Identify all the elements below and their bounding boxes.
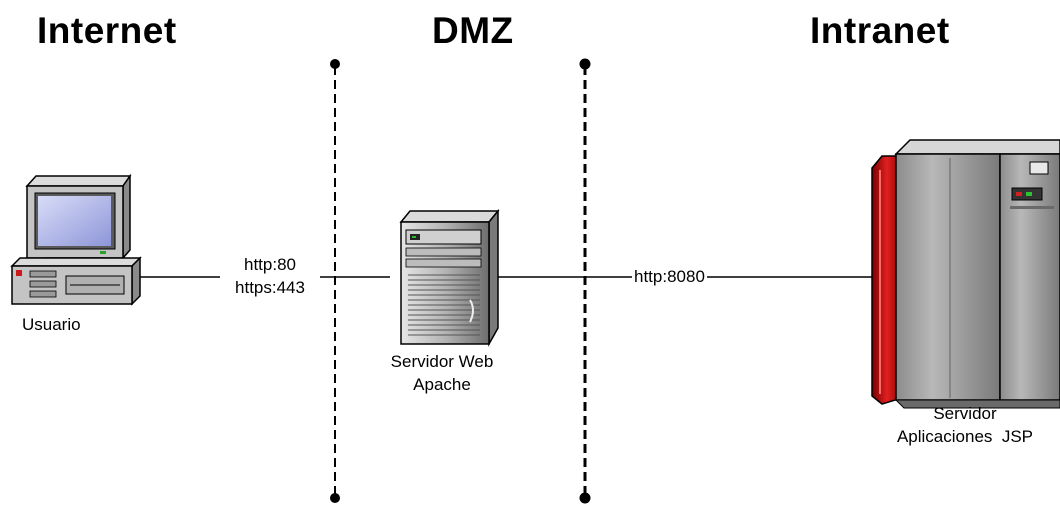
firewall-line-right [579, 58, 591, 504]
user-label: Usuario [22, 313, 81, 336]
link-label-user-web: http:80 https:443 [220, 253, 320, 299]
app-server-label-line1: Servidor [933, 404, 997, 423]
firewall-bottom-node [579, 492, 591, 504]
firewall-bottom-node [330, 493, 340, 503]
link-label-web-app: http:8080 [632, 265, 707, 288]
firewall-top-node [579, 58, 591, 70]
firewall-top-node [330, 59, 340, 69]
link-label-http: http:80 [244, 255, 296, 274]
zone-title-dmz: DMZ [432, 10, 514, 51]
web-server-label: Servidor Web Apache [362, 350, 522, 396]
zone-title-intranet: Intranet [810, 10, 950, 51]
mainframe-server-icon [871, 139, 1060, 409]
link-label-https: https:443 [235, 278, 305, 297]
desktop-computer-icon [10, 173, 142, 306]
tower-server-icon [399, 208, 500, 347]
app-server-label: Servidor Aplicaciones JSP [872, 402, 1058, 448]
web-server-label-line1: Servidor Web [390, 352, 494, 371]
web-server-label-line2: Apache [413, 375, 471, 394]
zone-title-internet: Internet [37, 10, 177, 51]
app-server-label-line2: Aplicaciones JSP [896, 427, 1034, 446]
firewall-line-left [330, 59, 340, 503]
